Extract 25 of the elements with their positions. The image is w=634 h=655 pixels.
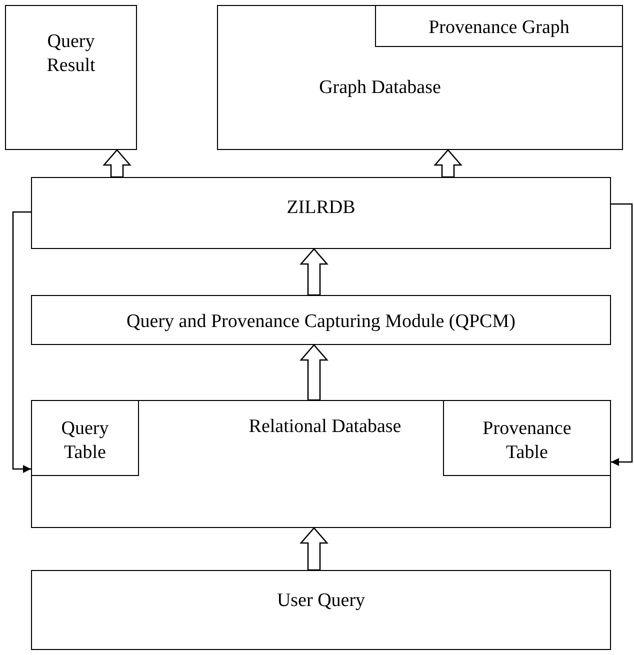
node-label: ZILRDB bbox=[286, 196, 356, 220]
node-label: Query Result bbox=[46, 30, 96, 78]
node-label: Relational Database bbox=[248, 415, 402, 439]
system-box bbox=[31, 177, 611, 249]
block-arrow bbox=[102, 149, 132, 178]
node-label: Provenance Graph bbox=[428, 16, 570, 40]
node-label: Query and Provenance Capturing Module (QPCM) bbox=[126, 310, 516, 334]
output-box bbox=[5, 5, 137, 150]
table-box bbox=[31, 400, 139, 476]
module-box bbox=[31, 295, 611, 345]
input-box bbox=[31, 570, 611, 650]
database-box bbox=[31, 400, 611, 528]
node-label: Query Table bbox=[60, 417, 110, 464]
node-label: User Query bbox=[276, 589, 366, 613]
arrow bbox=[12, 211, 31, 473]
block-arrow bbox=[300, 527, 328, 571]
table-box bbox=[443, 400, 611, 476]
subcomponent-box bbox=[375, 5, 623, 47]
arrow bbox=[611, 203, 633, 466]
block-arrow bbox=[434, 149, 462, 178]
node-label: Graph Database bbox=[319, 76, 441, 100]
block-arrow bbox=[300, 344, 328, 401]
node-label: Provenance Table bbox=[482, 417, 572, 464]
block-arrow bbox=[300, 248, 328, 296]
database-box bbox=[217, 5, 623, 150]
